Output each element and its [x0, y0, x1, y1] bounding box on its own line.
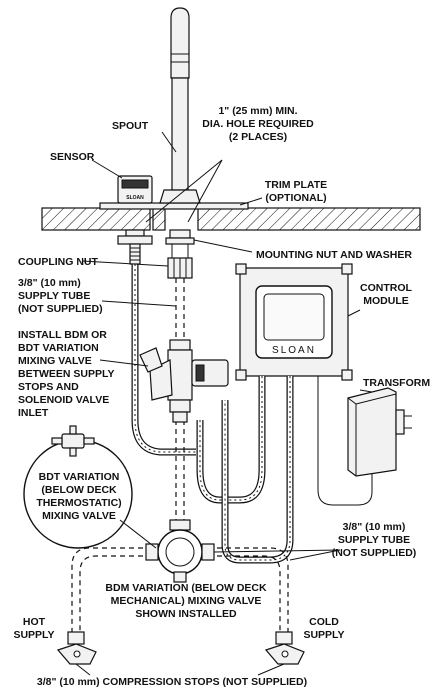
leader-lines — [75, 131, 373, 676]
sensor: SLOAN — [117, 175, 153, 204]
label-bdt-line4: MIXING VALVE — [42, 510, 116, 522]
label-control-line2: MODULE — [363, 295, 409, 307]
module-cable-right — [221, 376, 294, 564]
label-install-line4: BETWEEN SUPPLY — [18, 368, 114, 380]
label-install-line5: STOPS AND — [18, 381, 79, 393]
countertop-deck — [41, 207, 421, 231]
label-bdm-line3: SHOWN INSTALLED — [135, 608, 237, 620]
label-compression-stops: 3/8" (10 mm) COMPRESSION STOPS (NOT SUPP… — [37, 676, 307, 688]
compression-stop-cold — [264, 631, 305, 665]
label-bdt-line2: (BELOW DECK — [41, 484, 117, 496]
label-sensor: SENSOR — [50, 151, 95, 163]
label-trim-line1: TRIM PLATE — [265, 179, 327, 191]
label-cold-line2: SUPPLY — [303, 629, 344, 641]
label-cold-line1: COLD — [309, 616, 339, 628]
transformer-cord — [317, 376, 373, 506]
control-module: SLOAN — [235, 263, 353, 381]
label-install-line3: MIXING VALVE — [18, 355, 92, 367]
label-spout: SPOUT — [112, 120, 149, 132]
label-install-line6: SOLENOID VALVE — [18, 394, 109, 406]
label-supply-tube-r-line3: (NOT SUPPLIED) — [332, 547, 417, 559]
label-bdt-line1: BDT VARIATION — [39, 471, 120, 483]
label-install-line1: INSTALL BDM OR — [18, 329, 107, 341]
label-hole-line2: DIA. HOLE REQUIRED — [202, 118, 314, 130]
label-coupling-nut: COUPLING NUT — [18, 256, 99, 268]
label-supply-tube-line1: 3/8" (10 mm) — [18, 277, 81, 289]
label-install-line7: INLET — [18, 407, 49, 419]
sensor-brand: SLOAN — [126, 195, 144, 201]
module-cable-left — [196, 376, 266, 504]
label-hot-line2: SUPPLY — [13, 629, 54, 641]
transformer — [347, 387, 412, 477]
label-supply-tube-line3: (NOT SUPPLIED) — [18, 303, 103, 315]
label-bdm-line1: BDM VARIATION (BELOW DECK — [105, 582, 267, 594]
label-trim-line2: (OPTIONAL) — [265, 192, 326, 204]
label-supply-tube-line2: SUPPLY TUBE — [18, 290, 90, 302]
label-supply-tube-r-line2: SUPPLY TUBE — [338, 534, 410, 546]
label-transformer: TRANSFORMER — [363, 377, 430, 389]
label-bdm-line2: MECHANICAL) MIXING VALVE — [111, 595, 262, 607]
solenoid-valve — [139, 339, 229, 423]
bdm-mixing-valve — [145, 519, 215, 583]
label-bdt-line3: THERMOSTATIC) — [36, 497, 121, 509]
supply-tube — [175, 278, 185, 520]
label-hole-line1: 1" (25 mm) MIN. — [218, 105, 297, 117]
spout-shank — [165, 229, 195, 279]
label-supply-tube-r-line1: 3/8" (10 mm) — [343, 521, 406, 533]
compression-stop-hot — [56, 631, 97, 665]
label-control-line1: CONTROL — [360, 282, 412, 294]
spout — [159, 7, 201, 204]
label-hot-line1: HOT — [23, 616, 46, 628]
supply-loop — [71, 547, 289, 632]
control-module-brand: SLOAN — [272, 345, 316, 356]
trim-plate — [99, 202, 249, 210]
labels: SPOUT 1" (25 mm) MIN. DIA. HOLE REQUIRED… — [13, 105, 430, 688]
label-install-line2: BDT VARIATION — [18, 342, 99, 354]
label-hole-line3: (2 PLACES) — [229, 131, 287, 143]
bdt-inset — [23, 425, 133, 549]
sensor-shank — [117, 229, 153, 265]
label-mounting-nut: MOUNTING NUT AND WASHER — [256, 249, 412, 261]
